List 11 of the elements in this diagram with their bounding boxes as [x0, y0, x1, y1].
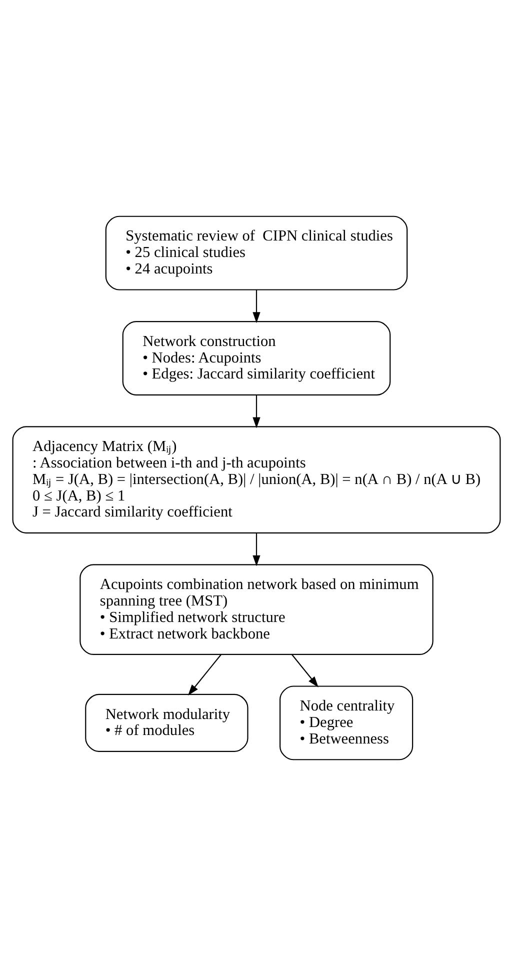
node-box: Network modularity • # of modules: [85, 694, 248, 752]
arrow: [292, 654, 318, 688]
arrow: [252, 290, 260, 324]
node-box: Acupoints combination network based on minimum spanning tree (MST) • Simplified network structure • Extract network backbone: [80, 564, 434, 656]
arrow: [252, 395, 260, 428]
node-box: Node centrality • Degree • Betweenness: [280, 686, 414, 760]
node-box: Adjacency Matrix (Mᵢⱼ) : Association between i-th and j-th acupoints Mᵢⱼ = J(A, B) = |intersection(A, B)| / |union(A, B)| = n(A ∩ B) / n(A ∪ B) 0 ≤ J(A, B) ≤ 1 J = Jaccard similarity coefficient: [12, 426, 501, 534]
node-box: Systematic review of CIPN clinical studies • 25 clinical studies • 24 acupoints: [105, 216, 408, 290]
arrow: [252, 533, 260, 566]
arrow: [188, 654, 222, 696]
node-box: Network construction • Nodes: Acupoints • Edges: Jaccard similarity coefficient: [122, 320, 391, 396]
